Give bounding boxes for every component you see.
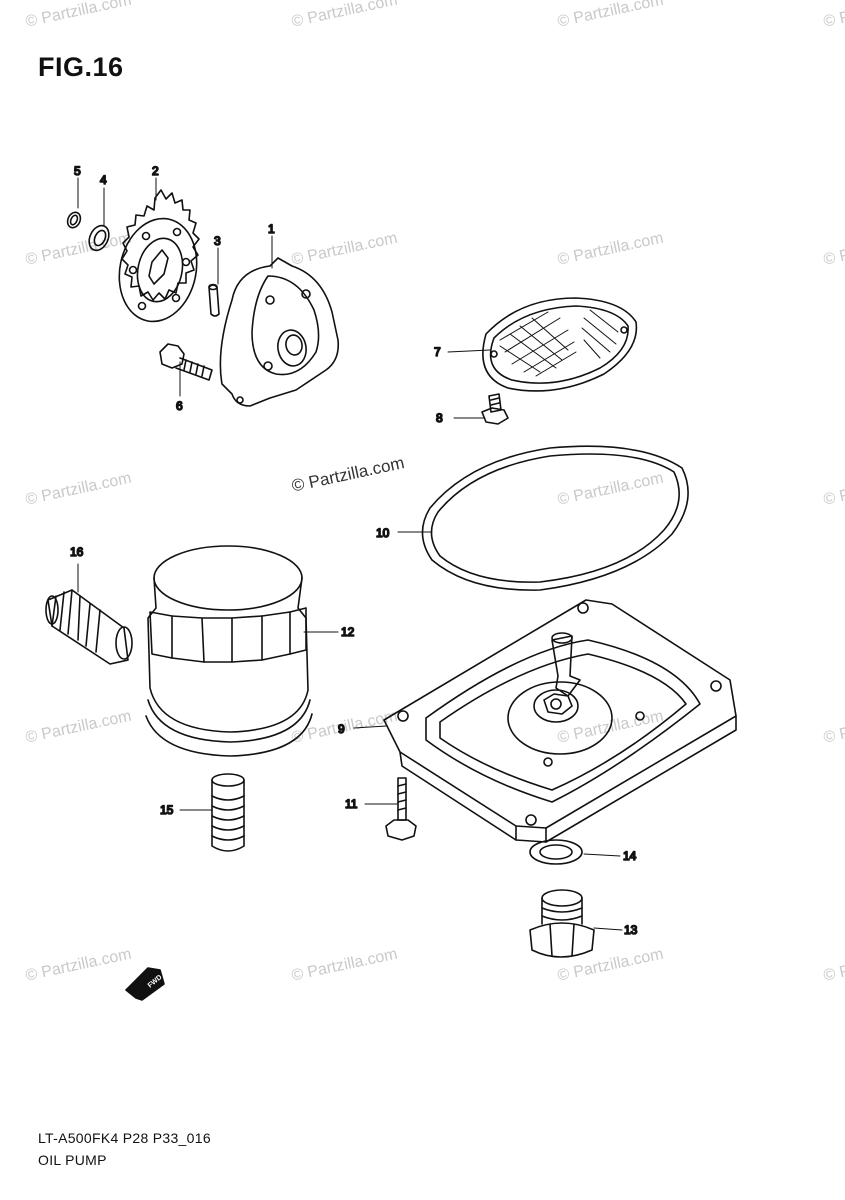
part-11-bolt — [385, 777, 417, 841]
fwd-direction-arrow-icon: FWD — [125, 967, 165, 1001]
part-6-bolt — [159, 343, 213, 381]
callout-1: 1 — [268, 222, 275, 236]
part-13-drain-plug — [529, 889, 595, 958]
callout-6: 6 — [176, 399, 183, 413]
leader-lines — [77, 177, 623, 931]
diagram-code: LT-A500FK4 P28 P33_016 — [38, 1130, 211, 1146]
callout-13: 13 — [624, 923, 638, 937]
callout-14: 14 — [623, 849, 637, 863]
diagram-name: OIL PUMP — [38, 1152, 107, 1168]
part-9-oil-pan — [383, 599, 737, 843]
callout-7: 7 — [434, 345, 441, 359]
figure-title: FIG.16 — [38, 52, 124, 82]
callout-10: 10 — [376, 526, 390, 540]
callout-15: 15 — [160, 803, 174, 817]
part-10-oil-pan-gasket — [421, 445, 689, 591]
callout-2: 2 — [152, 164, 159, 178]
part-15-union-bolt — [211, 773, 245, 852]
part-12-oil-filter — [145, 545, 313, 757]
part-8-bolt — [481, 393, 509, 425]
part-2-oil-pump-gear — [118, 189, 200, 323]
part-4-washer — [88, 224, 110, 252]
callout-16: 16 — [70, 545, 84, 559]
callout-3: 3 — [214, 234, 221, 248]
callout-12: 12 — [341, 625, 355, 639]
callout-labels: 5 4 2 3 1 6 7 8 10 9 12 11 15 14 13 16 — [69, 163, 638, 938]
part-7-oil-strainer — [482, 297, 638, 392]
callout-8: 8 — [436, 411, 443, 425]
callout-11: 11 — [345, 797, 358, 811]
part-14-gasket-washer — [529, 839, 583, 865]
part-16-oil-pressure-switch — [45, 589, 133, 665]
callout-5: 5 — [74, 164, 81, 178]
part-5-circlip — [66, 211, 82, 229]
part-3-dowel-pin — [208, 283, 220, 317]
callout-4: 4 — [100, 173, 107, 187]
part-1-oil-pump-assembly — [219, 257, 340, 407]
callout-9: 9 — [338, 722, 345, 736]
